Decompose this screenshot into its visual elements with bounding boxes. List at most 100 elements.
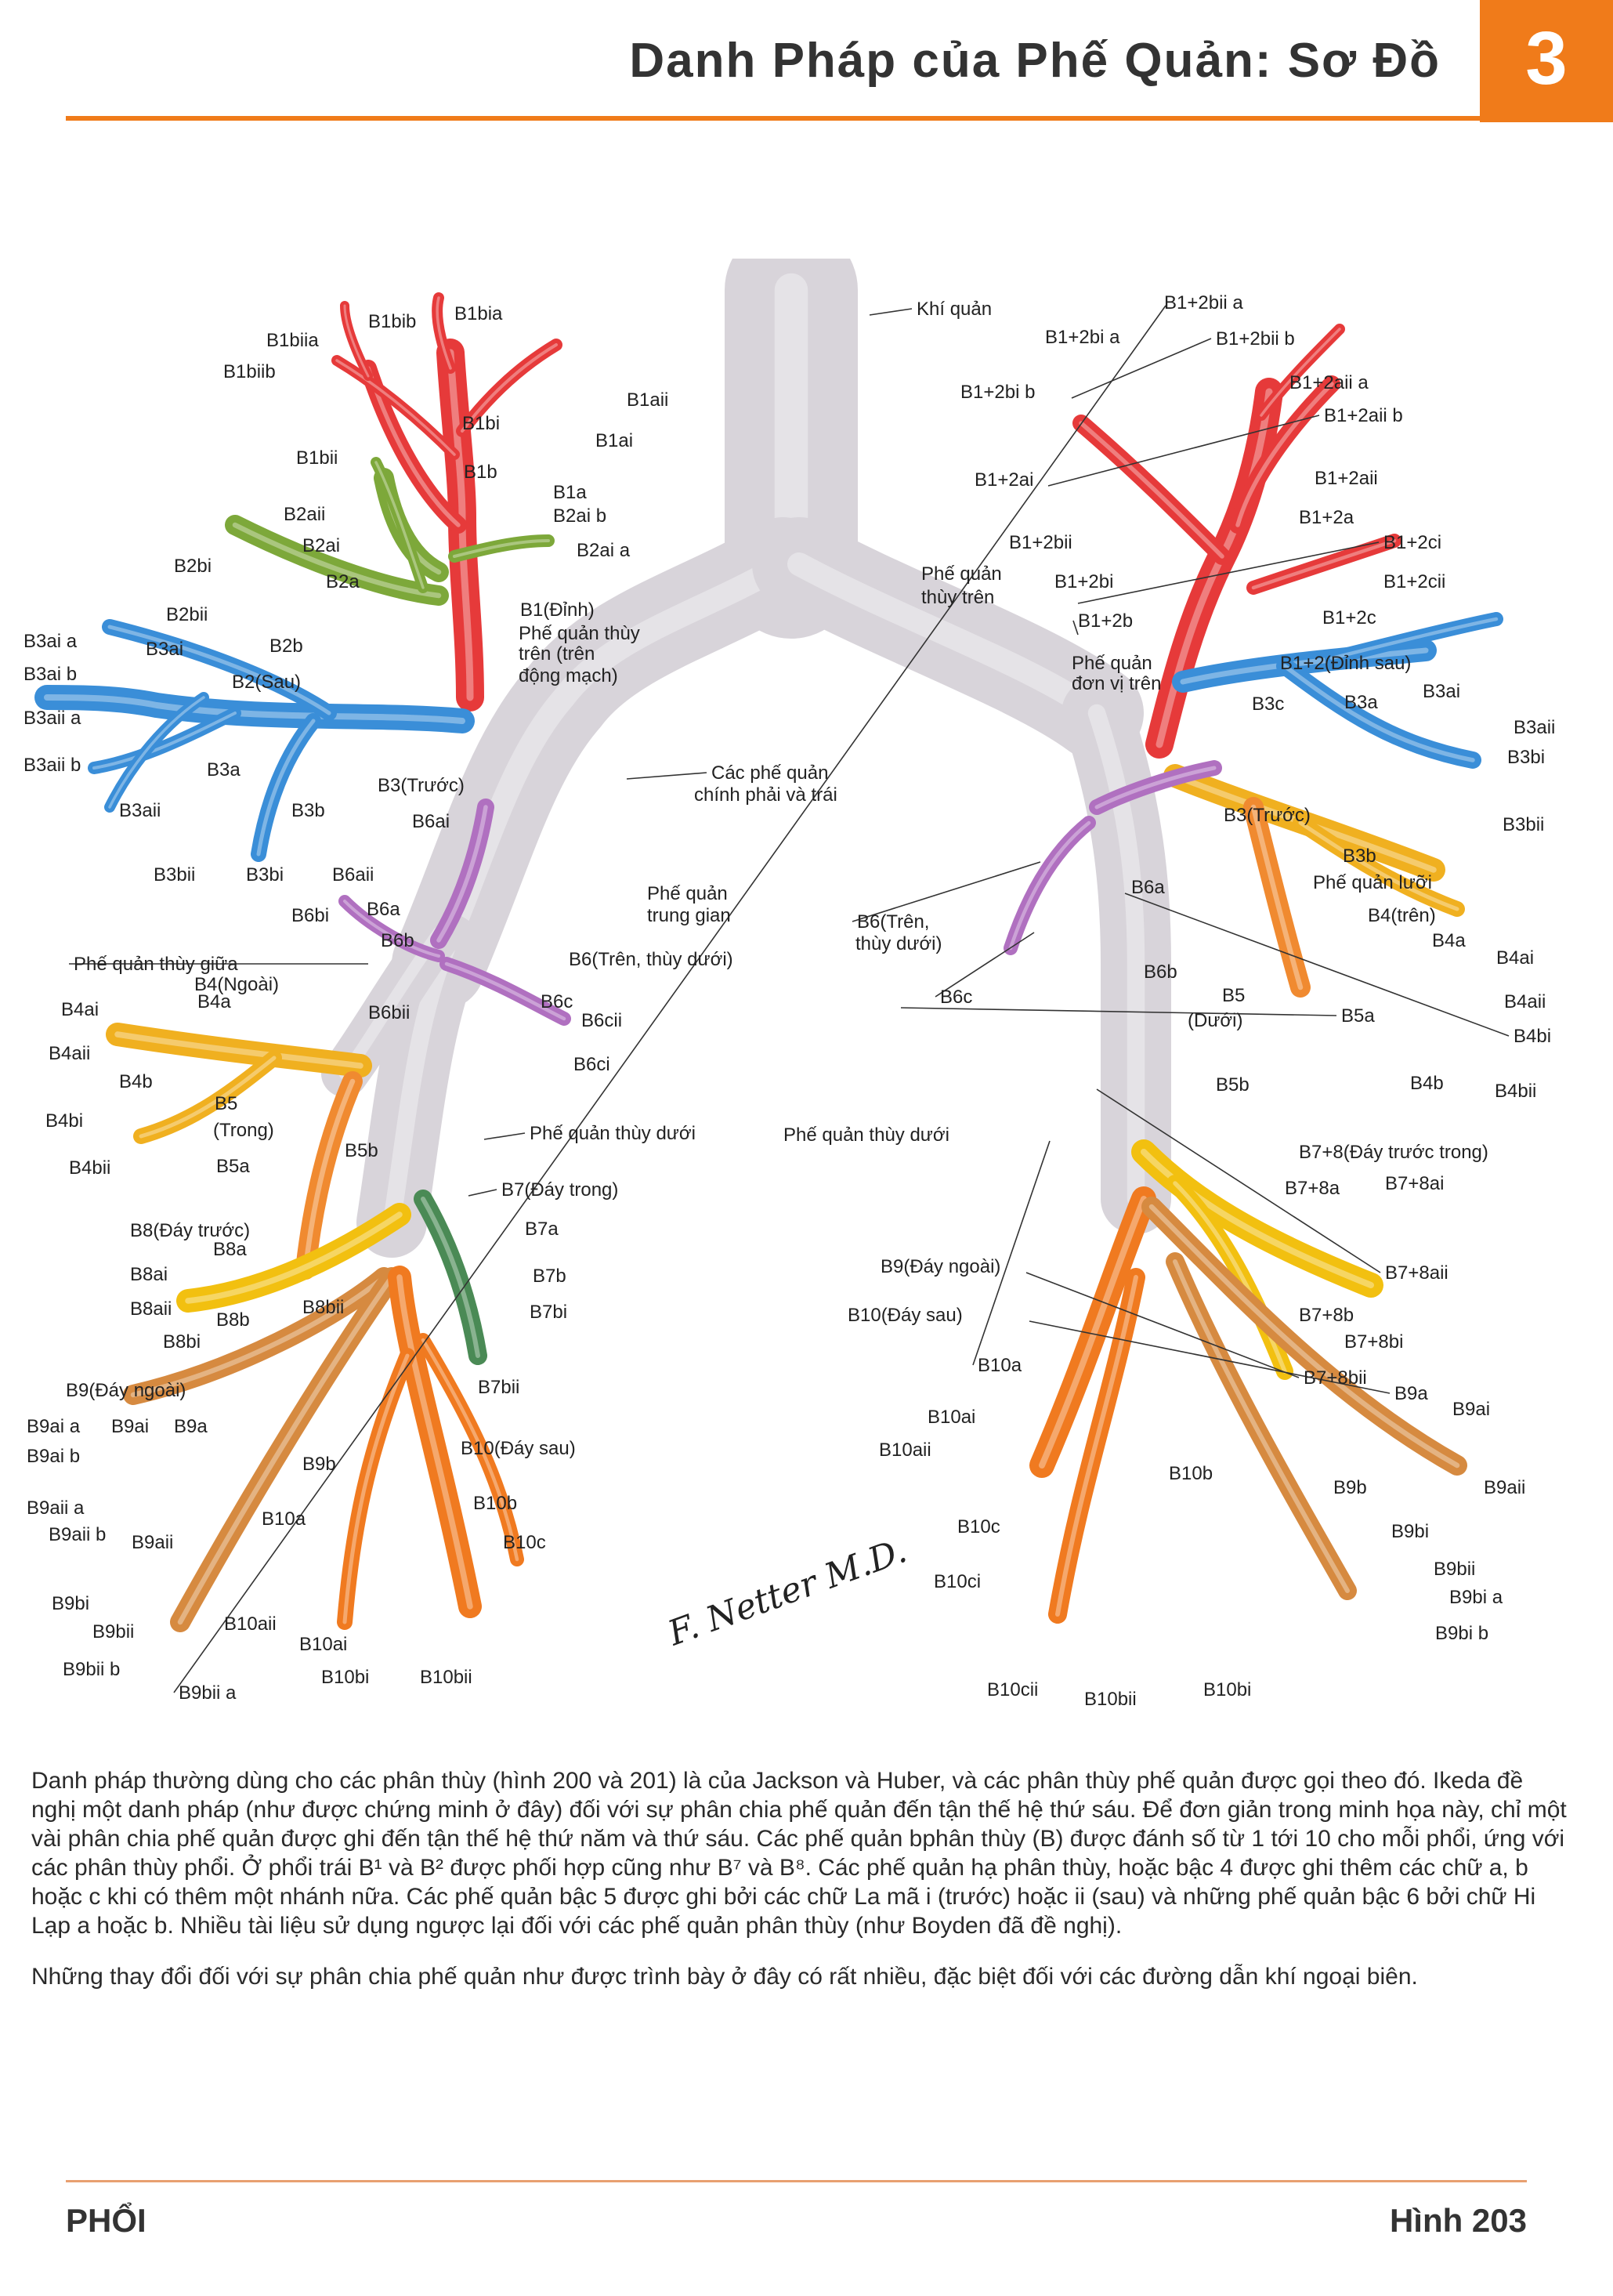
diagram-label: B1+2c (1322, 607, 1376, 628)
diagram-label: B4bii (1495, 1081, 1536, 1102)
b2aii-highlight (374, 461, 425, 589)
chapter-number: 3 (1525, 16, 1568, 100)
b1bii-highlight (335, 359, 456, 456)
diagram-label: B9bii a (179, 1682, 237, 1704)
diagram-label: B8bi (163, 1331, 201, 1353)
diagram-label: Khí quản (917, 299, 992, 320)
diagram-label: B3b (291, 800, 325, 821)
diagram-label: B9ai b (27, 1446, 80, 1467)
diagram-label: B6bii (368, 1002, 410, 1023)
b78 (1131, 1139, 1383, 1298)
diagram-label: Phế quản (1072, 653, 1152, 674)
diagram-label: B6a (1131, 877, 1165, 898)
b6c-left-highlight (1008, 820, 1091, 951)
diagram-label: B7a (525, 1219, 559, 1240)
b3a (102, 619, 337, 721)
diagram-label: B3ai (146, 639, 183, 660)
leader-line (869, 308, 913, 316)
diagram-label: B1biib (223, 361, 276, 382)
diagram-label: B9bii (92, 1621, 134, 1642)
diagram-label: B4ai (1496, 947, 1534, 969)
diagram-label: Phế quản lưỡi (1313, 872, 1432, 893)
diagram-label: B5 (215, 1093, 237, 1114)
b3b-left (1276, 657, 1481, 769)
diagram-label: B1ai (595, 430, 633, 451)
b12aii-highlight (1260, 328, 1341, 417)
b5-left-highlight (1250, 804, 1304, 990)
leader-line (1025, 1272, 1300, 1378)
diagram-label: B9ai (1452, 1399, 1490, 1420)
diagram-label: B1+2(Đỉnh sau) (1280, 653, 1411, 674)
diagram-label: B1+2bii (1009, 532, 1072, 553)
b3ai-left-highlight (1329, 617, 1499, 661)
b10-highlight (396, 1274, 473, 1610)
diagram-label: B7+8b (1299, 1305, 1354, 1326)
diagram-label: B4b (1410, 1073, 1444, 1094)
b10 (388, 1266, 482, 1618)
right-lower-stem (356, 913, 482, 1258)
diagram-label: B4(trên) (1368, 905, 1436, 926)
footer-rule (66, 2180, 1527, 2182)
b9-left (1141, 1197, 1467, 1476)
b7-highlight (421, 1197, 480, 1358)
b3b-highlight (256, 719, 316, 856)
b5-left (1243, 797, 1311, 998)
left-lower-stem-highlight (1087, 704, 1145, 1208)
diagram-label: trên (trên (519, 643, 595, 665)
b5 (295, 1071, 363, 1280)
b10a-highlight (342, 1353, 410, 1624)
b9-upper (123, 1267, 394, 1405)
diagram-label: B3(Trước) (378, 775, 465, 796)
b6c (439, 957, 571, 1026)
b6a-left-highlight (1094, 766, 1217, 809)
diagram-label: B10b (473, 1493, 517, 1514)
diagram-label: B4aii (1504, 991, 1546, 1012)
diagram-label: B7+8ai (1385, 1173, 1444, 1194)
b3aii-highlight (92, 712, 237, 770)
diagram-label: B9ai (111, 1416, 149, 1437)
diagram-label: B10cii (987, 1679, 1038, 1700)
diagram-label: B2a (326, 571, 360, 592)
diagram-label: B9bii b (63, 1659, 120, 1680)
diagram-label: B2bi (174, 556, 212, 577)
diagram-label: B4ai (61, 999, 99, 1020)
diagram-label: B6c (940, 987, 972, 1008)
diagram-label: B9aii a (27, 1497, 85, 1519)
diagram-label: B9aii (1484, 1477, 1525, 1498)
b12b-highlight (1079, 421, 1224, 559)
diagram-label: B2(Sau) (232, 672, 301, 693)
diagram-label: B5a (216, 1156, 250, 1177)
diagram-label: B9b (302, 1454, 336, 1475)
diagram-label: B10a (262, 1508, 306, 1530)
diagram-label: B9a (174, 1416, 208, 1437)
b3-trunk-highlight (44, 694, 465, 724)
diagram-label: B6a (367, 899, 400, 920)
diagram-label: B9aii (132, 1532, 173, 1553)
diagram-label: (Trong) (213, 1120, 274, 1141)
diagram-label: B9b (1333, 1477, 1367, 1498)
b4b-left (1293, 815, 1465, 917)
leader-line (852, 861, 1041, 922)
diagram-label: (Dưới) (1188, 1010, 1242, 1031)
b2ai-highlight (453, 539, 550, 558)
b3-left (1172, 639, 1437, 693)
diagram-label: B3ai b (24, 664, 77, 685)
diagram-label: B10b (1169, 1463, 1213, 1484)
diagram-label: B6cii (581, 1010, 622, 1031)
diagram-label: B5a (1341, 1005, 1375, 1027)
diagram-label: B4bii (69, 1157, 110, 1179)
diagram-label: thùy trên (921, 587, 994, 608)
diagram-label: B1+2ai (975, 469, 1033, 491)
diagram-label: B10ci (934, 1571, 981, 1592)
b5-highlight (302, 1078, 356, 1273)
diagram-label: B3(Trước) (1224, 805, 1311, 826)
b12b (1072, 415, 1231, 565)
b3-left-highlight (1180, 647, 1429, 685)
diagram-label: B6ci (573, 1054, 610, 1075)
diagram-label: B7+8aii (1385, 1262, 1448, 1284)
diagram-label: Phế quản thùy dưới (783, 1124, 949, 1146)
leader-line (1096, 1088, 1381, 1273)
diagram-label: đơn vị trên (1072, 673, 1161, 694)
diagram-label: B9(Đáy ngoài) (881, 1256, 1000, 1277)
diagram-label: B4(Ngoài) (194, 974, 279, 995)
